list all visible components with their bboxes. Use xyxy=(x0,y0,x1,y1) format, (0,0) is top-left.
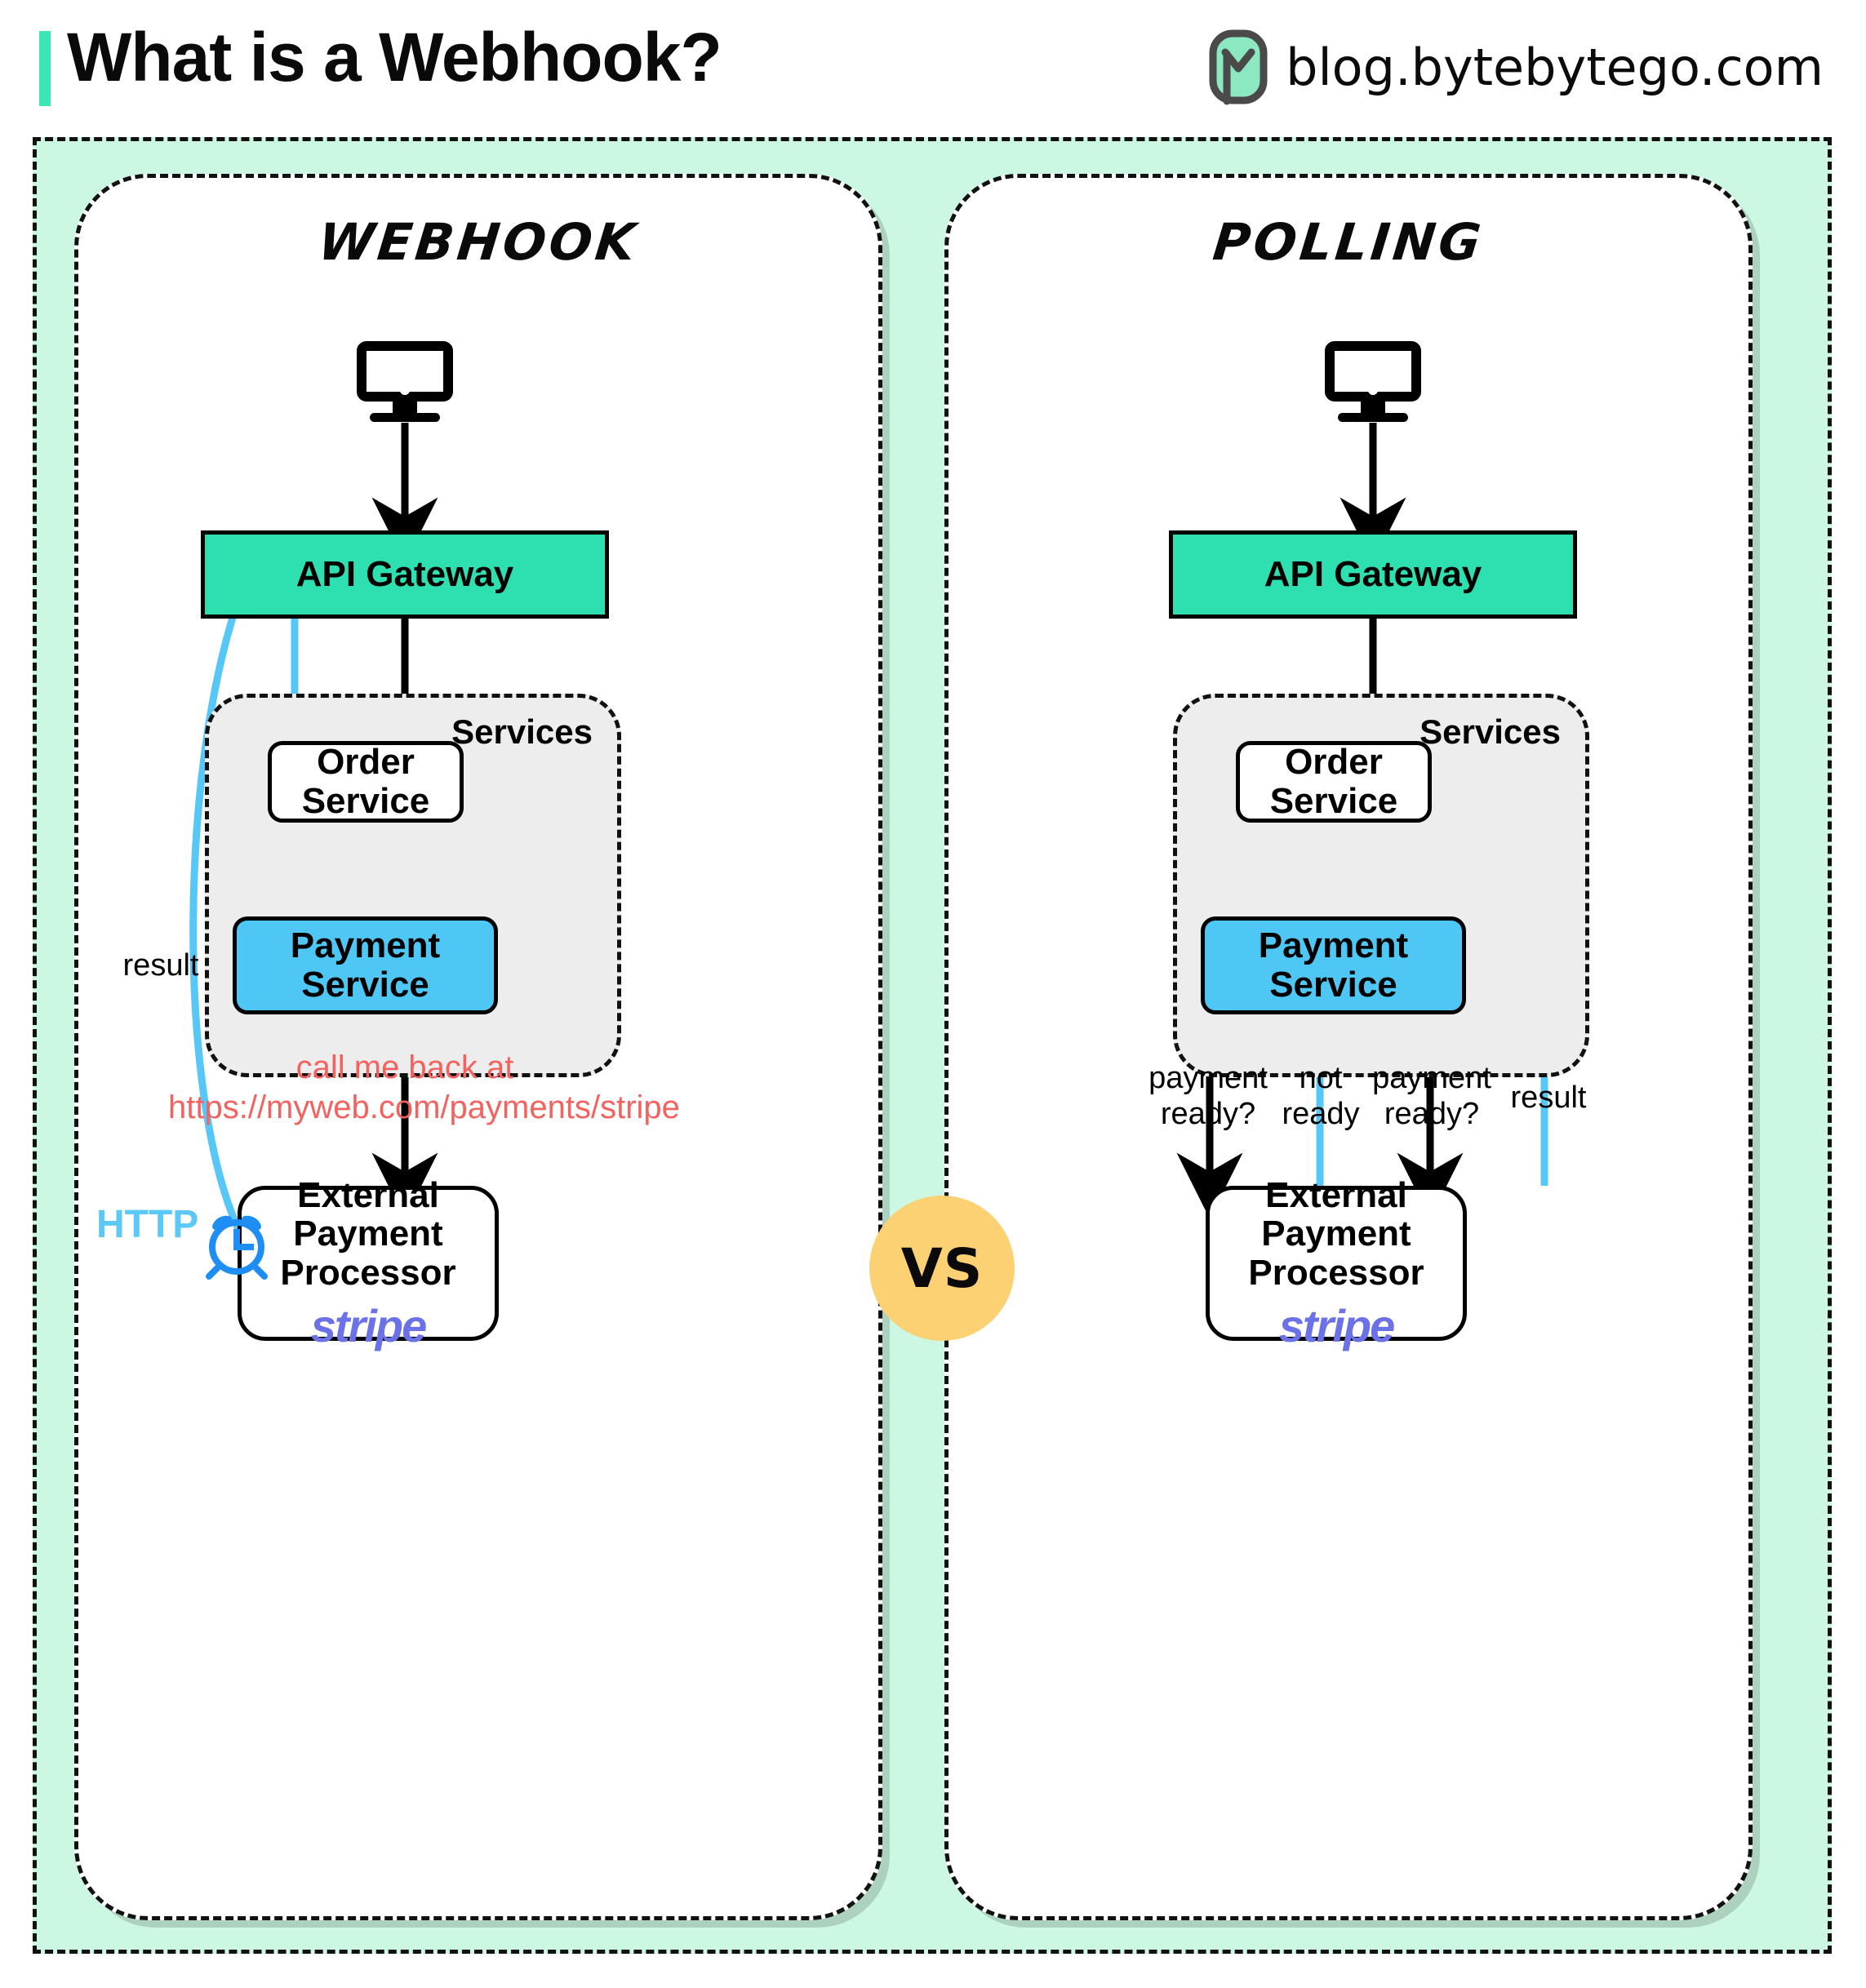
poll-label-0-line2: ready? xyxy=(1160,1096,1256,1131)
vs-badge: VS xyxy=(869,1196,1015,1341)
panel-webhook: Webhook xyxy=(74,174,882,1920)
monitor-screen xyxy=(357,341,453,402)
services-group-label: Services xyxy=(1419,712,1561,751)
poll-label-1-line2: ready xyxy=(1282,1096,1360,1131)
poll-label-2-line1: payment xyxy=(1372,1061,1491,1095)
order-service-label-line2: Service xyxy=(301,781,430,821)
monitor-base xyxy=(370,413,440,422)
poll-label-2: payment ready? xyxy=(1358,1061,1505,1132)
alarm-clock-icon xyxy=(199,1205,274,1280)
stripe-logo: stripe xyxy=(1278,1300,1395,1352)
panel-polling: Polling API Gatew xyxy=(944,174,1753,1920)
result-label-webhook: result xyxy=(122,948,199,983)
external-payment-processor-box-webhook[interactable]: External Payment Processor stripe xyxy=(238,1175,499,1351)
callback-note-line1: call me back at xyxy=(295,1049,514,1085)
title-accent-bar xyxy=(39,31,51,106)
poll-label-2-line2: ready? xyxy=(1384,1096,1480,1131)
callback-note-line2: https://myweb.com/payments/stripe xyxy=(168,1089,680,1125)
monitor-indicator-dot xyxy=(1368,385,1378,395)
desktop-monitor-icon xyxy=(357,341,453,422)
poll-label-0-line1: payment xyxy=(1148,1061,1268,1095)
api-gateway-box-webhook[interactable]: API Gateway xyxy=(201,530,609,619)
order-service-box-polling[interactable]: Order Service xyxy=(1236,741,1432,823)
brand-text: blog.bytebytego.com xyxy=(1286,37,1824,97)
page-header: What is a Webhook? blog.bytebytego.com xyxy=(0,0,1866,131)
poll-label-1: not ready xyxy=(1268,1061,1373,1132)
monitor-base xyxy=(1338,413,1408,422)
panel-title-polling: Polling xyxy=(1210,212,1487,272)
poll-label-1-line1: not xyxy=(1299,1061,1343,1095)
order-service-label-line1: Order xyxy=(1285,742,1383,783)
payment-service-box-polling[interactable]: Payment Service xyxy=(1201,916,1466,1014)
poll-label-3: result xyxy=(1510,1081,1587,1115)
payment-service-box-webhook[interactable]: Payment Service xyxy=(233,916,498,1014)
api-gateway-box-polling[interactable]: API Gateway xyxy=(1169,530,1577,619)
desktop-monitor-icon xyxy=(1325,341,1421,422)
external-label-line1: External xyxy=(1265,1174,1407,1215)
poll-label-0: payment ready? xyxy=(1135,1061,1282,1132)
http-label-webhook: HTTP xyxy=(96,1203,199,1246)
brand: blog.bytebytego.com xyxy=(1209,29,1824,105)
order-service-label-line2: Service xyxy=(1269,781,1398,821)
stripe-logo: stripe xyxy=(310,1300,427,1352)
order-service-label-line1: Order xyxy=(317,742,415,783)
external-label-line2: Payment Processor xyxy=(280,1214,456,1293)
external-label-line2: Payment Processor xyxy=(1248,1214,1424,1293)
services-group-label: Services xyxy=(451,712,593,751)
diagram-canvas: VS Webhook xyxy=(33,137,1832,1954)
page-title: What is a Webhook? xyxy=(67,19,722,95)
external-label-line1: External xyxy=(297,1174,439,1215)
monitor-neck xyxy=(1361,402,1385,415)
monitor-neck xyxy=(393,402,417,415)
order-service-box-webhook[interactable]: Order Service xyxy=(268,741,464,823)
callback-note-webhook: call me back at https://myweb.com/paymen… xyxy=(168,1048,680,1128)
panel-title-webhook: Webhook xyxy=(315,212,642,272)
external-payment-processor-box-polling[interactable]: External Payment Processor stripe xyxy=(1206,1175,1467,1351)
monitor-indicator-dot xyxy=(400,385,410,395)
bytebytego-logo-icon xyxy=(1209,29,1268,105)
